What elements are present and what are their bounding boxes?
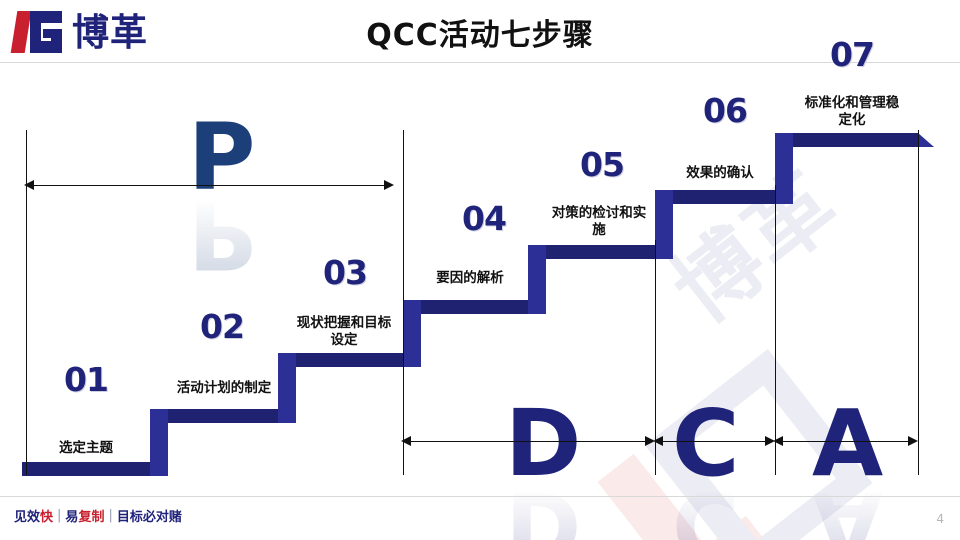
arrow-head-c-right bbox=[765, 436, 775, 446]
arrow-head-c-left bbox=[653, 436, 663, 446]
step-label-04: 要因的解析 bbox=[436, 270, 504, 286]
dimension-tick-a-end bbox=[918, 130, 919, 475]
dimension-line-c bbox=[661, 441, 769, 442]
arrow-head-d-right bbox=[645, 436, 655, 446]
footer-text-1: 见效 bbox=[14, 510, 41, 525]
pdca-letter-p: P bbox=[188, 104, 256, 211]
step-number-01: 01 bbox=[64, 360, 109, 399]
dimension-line-a bbox=[781, 441, 912, 442]
pdca-letter-c: C bbox=[672, 390, 740, 497]
step-number-03: 03 bbox=[323, 253, 368, 292]
page-number: 4 bbox=[936, 512, 944, 526]
arrow-head-a-right bbox=[908, 436, 918, 446]
header-divider bbox=[0, 62, 960, 63]
arrow-head-a-left bbox=[773, 436, 783, 446]
step-label-02: 活动计划的制定 bbox=[176, 380, 272, 396]
dimension-line-p bbox=[32, 185, 390, 186]
step-number-04: 04 bbox=[462, 199, 507, 238]
dimension-tick-d-end bbox=[655, 240, 656, 475]
dimension-tick-left bbox=[26, 130, 27, 475]
footer-separator-2: | bbox=[108, 508, 113, 523]
footer-text-2: 快 bbox=[40, 510, 54, 525]
arrow-head-d-left bbox=[401, 436, 411, 446]
step-label-01: 选定主题 bbox=[59, 440, 113, 456]
step-label-06: 效果的确认 bbox=[686, 165, 754, 181]
bg-logo-icon bbox=[10, 9, 64, 55]
arrow-head-p-left bbox=[24, 180, 34, 190]
step-number-06: 06 bbox=[703, 91, 748, 130]
dimension-line-d bbox=[409, 441, 649, 442]
footer-divider bbox=[0, 496, 960, 497]
arrow-head-p-right bbox=[384, 180, 394, 190]
dimension-tick-p-end bbox=[403, 130, 404, 475]
footer-text-3: 易 bbox=[65, 510, 79, 525]
dimension-tick-c-end bbox=[775, 185, 776, 475]
footer-text-4: 复制 bbox=[78, 510, 105, 525]
pdca-letter-d: D bbox=[505, 390, 582, 497]
page-title: QCC活动七步骤 bbox=[366, 18, 594, 53]
brand-logo: 博革 bbox=[10, 6, 148, 58]
step-number-05: 05 bbox=[580, 145, 625, 184]
brand-name: 博革 bbox=[72, 10, 148, 54]
step-label-07: 标准化和管理稳定化 bbox=[804, 95, 900, 128]
step-label-05: 对策的检讨和实施 bbox=[551, 205, 647, 238]
footer-text-5: 目标必对赌 bbox=[116, 510, 182, 525]
step-number-07: 07 bbox=[830, 35, 875, 74]
step-number-02: 02 bbox=[200, 307, 245, 346]
step-label-03: 现状把握和目标设定 bbox=[296, 315, 392, 348]
pdca-letter-a: A bbox=[812, 390, 884, 497]
footer-separator-1: | bbox=[57, 508, 62, 523]
footer-slogan: 见效 快 | 易 复制 | 目标必对赌 bbox=[14, 506, 182, 525]
